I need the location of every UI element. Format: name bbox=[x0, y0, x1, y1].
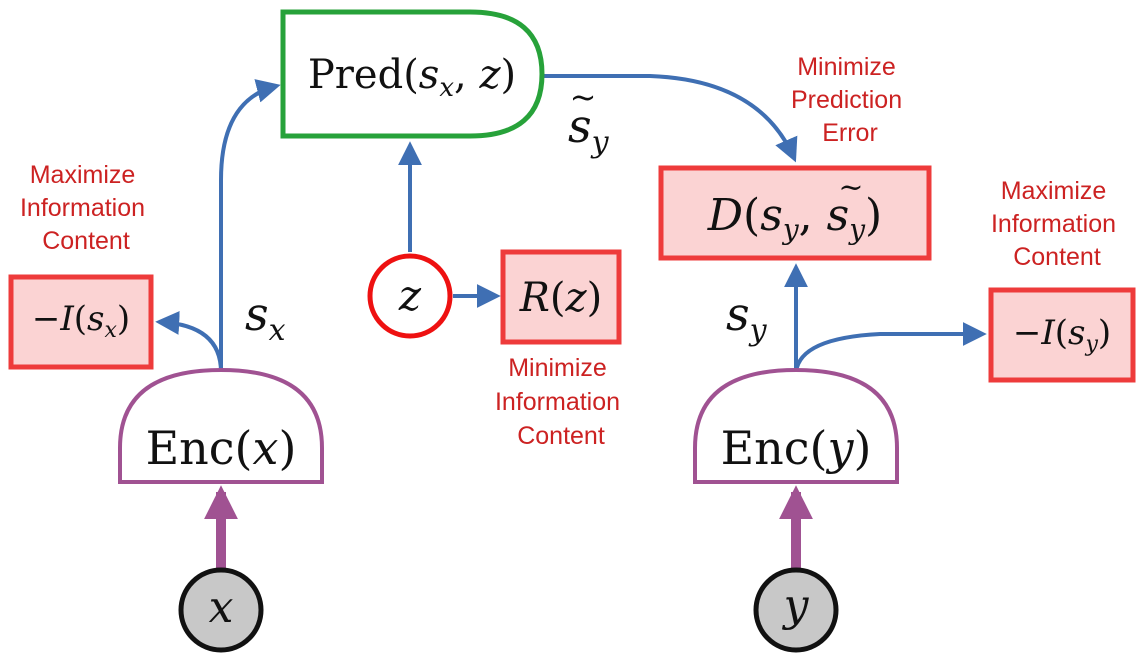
svg-text:Enc(y): Enc(y) bbox=[721, 421, 872, 475]
input-y: y bbox=[753, 567, 839, 653]
latent-z: z bbox=[367, 253, 453, 339]
encoder-y-arg: y bbox=[825, 421, 854, 475]
distance-arg2-tilde: ~ bbox=[838, 170, 863, 205]
encoder-y-func: Enc bbox=[721, 421, 810, 475]
arrow-predictor-to-distance bbox=[540, 74, 798, 163]
info-loss-sy-op: −I bbox=[1013, 313, 1055, 353]
distance-arg2-sub: y bbox=[847, 213, 866, 246]
svg-text:Enc(x): Enc(x) bbox=[146, 421, 297, 475]
predictor-arg1-sub: x bbox=[439, 73, 454, 103]
info-loss-sx-sub: x bbox=[104, 318, 117, 343]
info-loss-sx-var: s bbox=[87, 299, 104, 339]
input-y-circle-icon bbox=[753, 567, 839, 653]
info-loss-sy-sub: y bbox=[1084, 332, 1098, 357]
latent-z-label: z bbox=[398, 271, 422, 320]
distance-arg2: s bbox=[827, 190, 850, 241]
svg-text:−I(sy): −I(sy) bbox=[1013, 313, 1111, 357]
predictor-arg1: s bbox=[419, 52, 440, 98]
arrow-enc-x-to-predictor bbox=[219, 79, 281, 372]
arrow-enc-y-to-info-loss bbox=[794, 322, 987, 373]
input-x: x bbox=[178, 567, 264, 653]
latent-z-circle-icon bbox=[367, 253, 453, 339]
info-loss-sy-var: s bbox=[1068, 313, 1085, 353]
svg-text:−I(sx): −I(sx) bbox=[32, 299, 130, 343]
predictor: Pred(sx, z) bbox=[280, 9, 545, 139]
info-loss-sx-op: −I bbox=[32, 299, 74, 339]
info-loss-sx: −I(sx) bbox=[8, 274, 154, 370]
predictor-arg2: z bbox=[478, 52, 501, 98]
encoder-x: Enc(x) bbox=[118, 367, 324, 484]
info-loss-sy: −I(sy) bbox=[988, 287, 1136, 383]
edge-label-s-tilde-y: sy ~ bbox=[568, 78, 610, 160]
svg-text:~: ~ bbox=[570, 78, 597, 116]
annotation-left-info: Maximize Information Content bbox=[20, 161, 152, 255]
svg-text:sy: sy bbox=[568, 99, 610, 160]
distance-arg1-sub: y bbox=[781, 213, 800, 246]
input-y-label: y bbox=[782, 580, 810, 631]
distance-arg1: s bbox=[760, 190, 783, 241]
regularizer-arg: z bbox=[565, 275, 588, 321]
annotation-latent-info: Minimize Information Content bbox=[495, 354, 627, 450]
annotation-prediction-error: Minimize Prediction Error bbox=[791, 53, 909, 147]
distance-func: D bbox=[707, 190, 743, 241]
svg-text:R(z): R(z) bbox=[519, 275, 602, 321]
predictor-func: Pred bbox=[308, 52, 403, 98]
svg-text:D(sy, sy): D(sy, sy) bbox=[707, 190, 882, 246]
edge-label-sx: sx bbox=[245, 287, 286, 348]
edge-label-sy: sy bbox=[726, 287, 768, 348]
svg-text:Pred(sx, z): Pred(sx, z) bbox=[308, 52, 516, 103]
regularizer-func: R bbox=[519, 275, 550, 321]
distance-loss: D(sy, sy) ~ bbox=[658, 165, 932, 261]
annotation-right-info: Maximize Information Content bbox=[991, 177, 1123, 271]
encoder-y: Enc(y) bbox=[693, 367, 899, 484]
encoder-x-func: Enc bbox=[146, 421, 235, 475]
input-x-label: x bbox=[209, 582, 234, 633]
input-x-circle-icon bbox=[178, 567, 264, 653]
regularizer-rz: R(z) bbox=[500, 249, 622, 345]
encoder-x-arg: x bbox=[253, 421, 279, 475]
arrow-enc-x-to-info-loss bbox=[155, 310, 223, 373]
